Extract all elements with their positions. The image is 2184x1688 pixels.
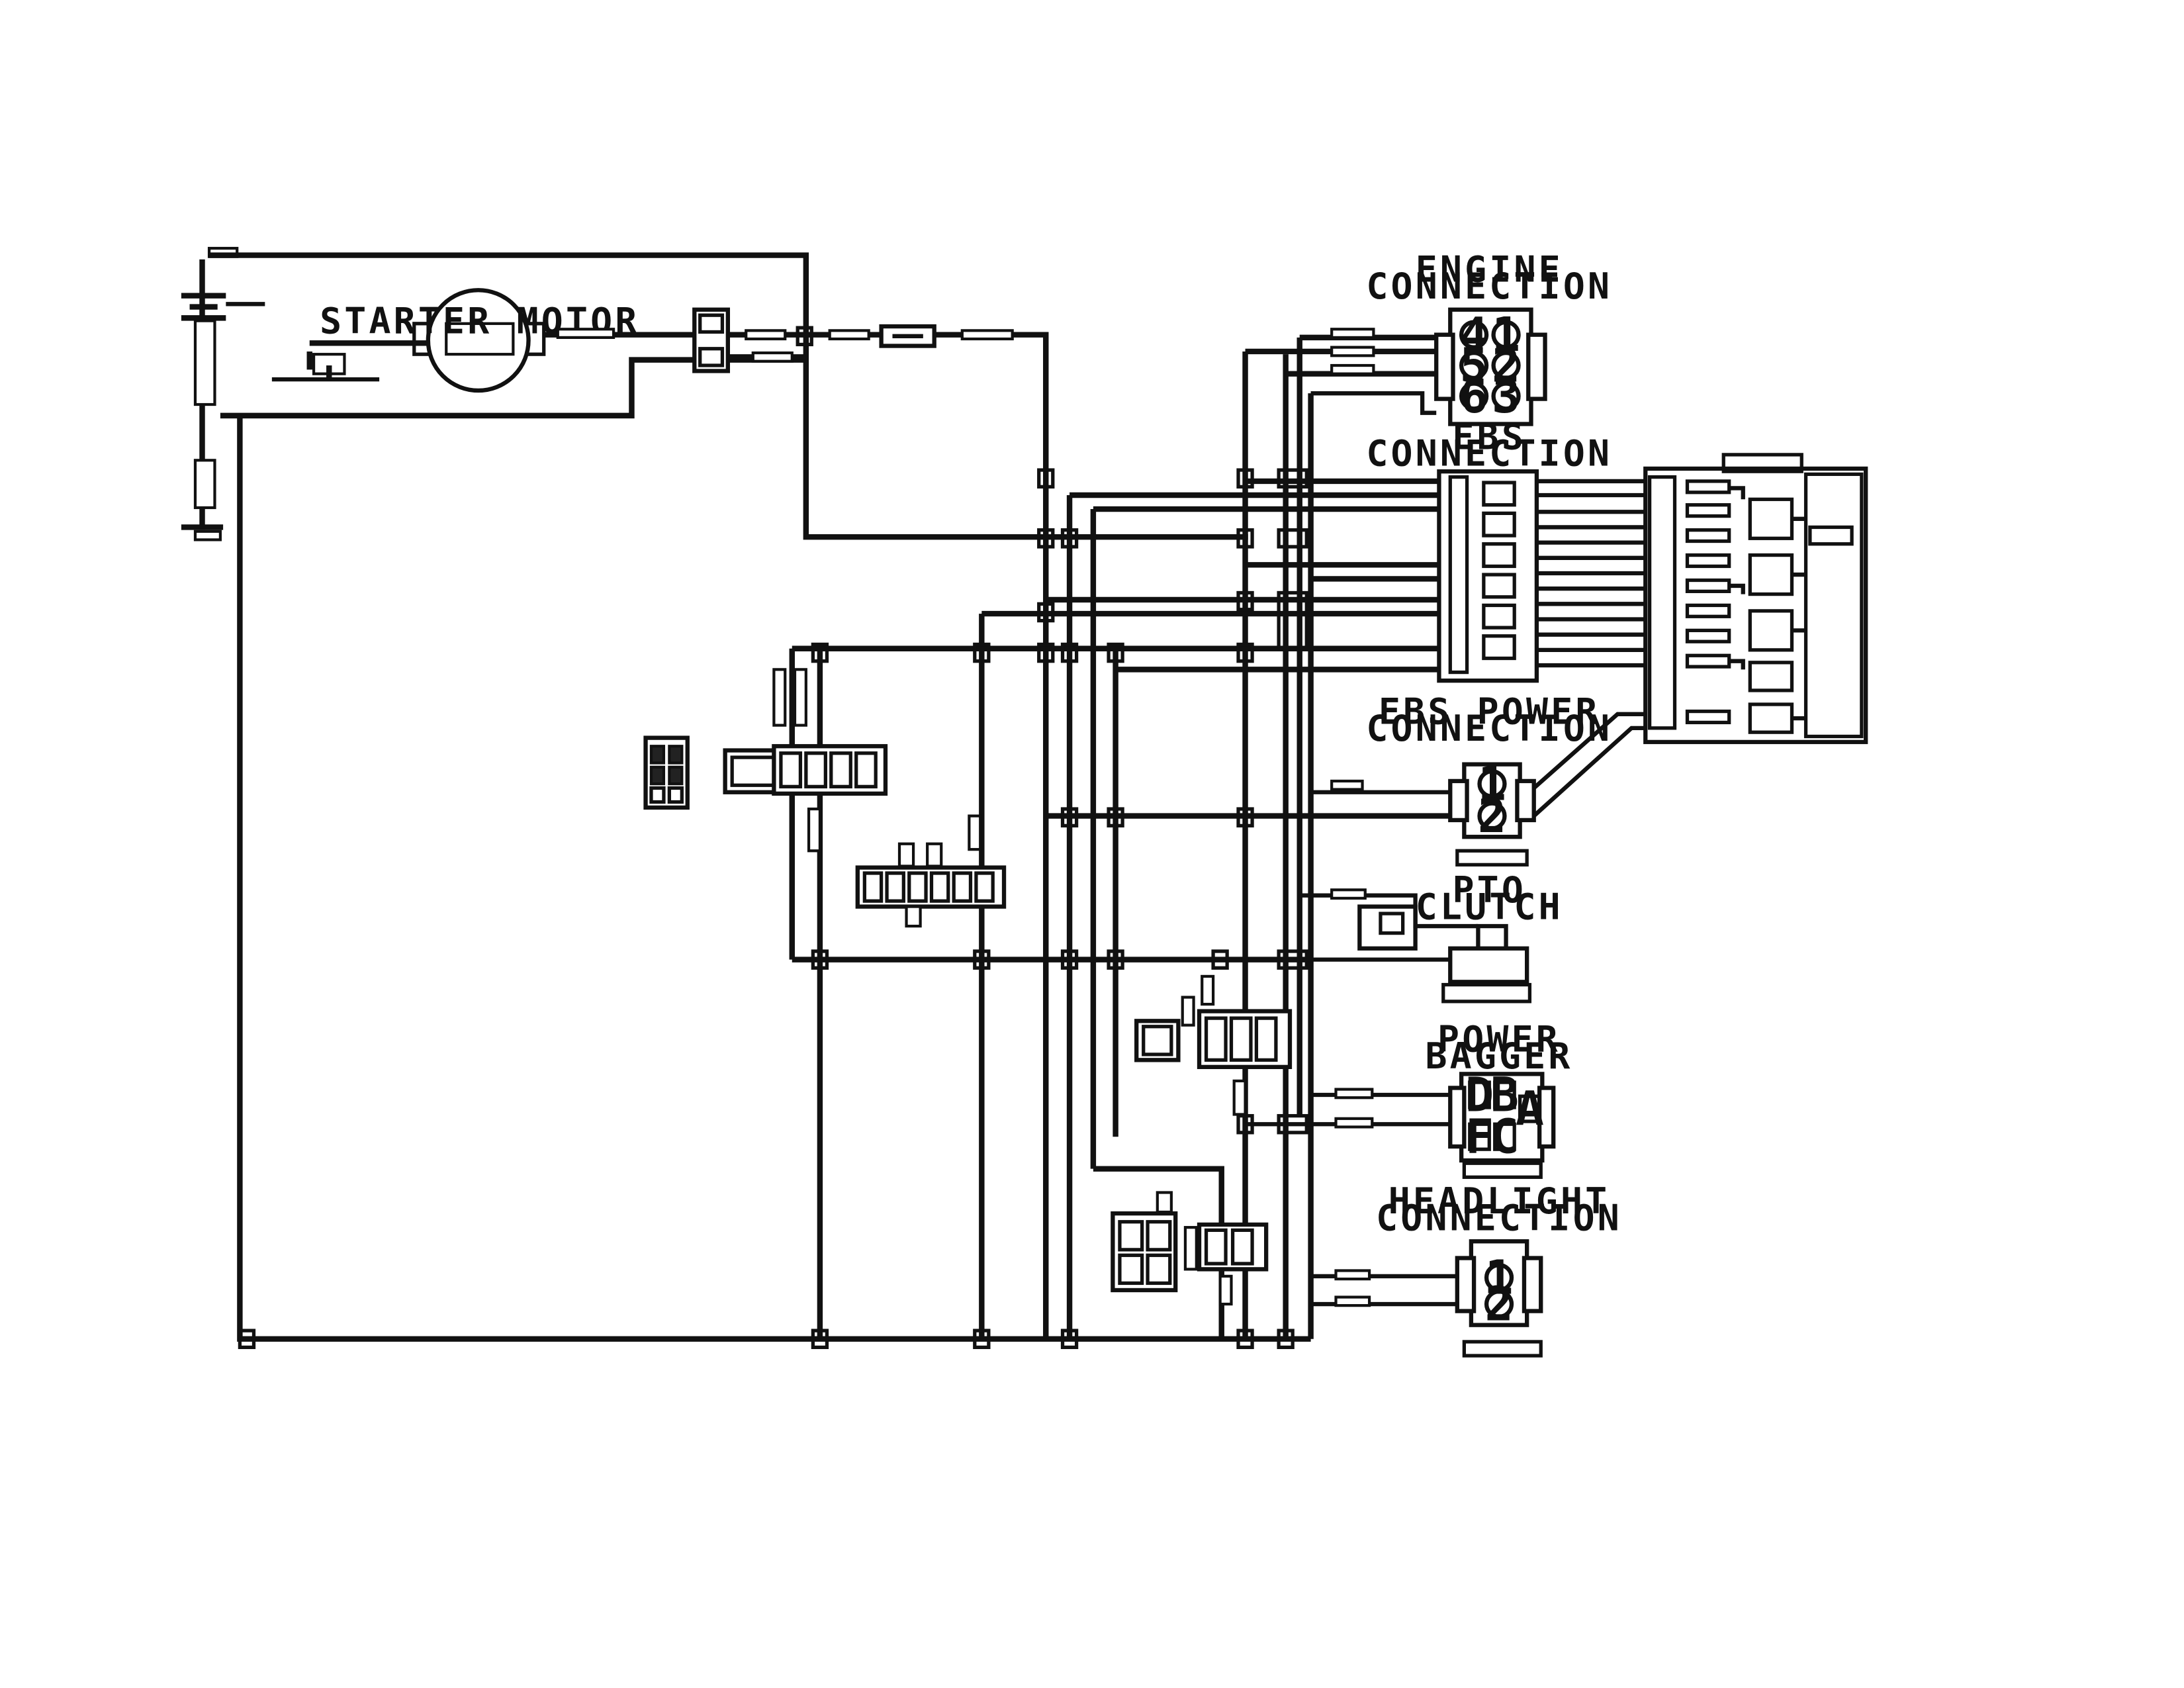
power-bagger-pin-c: C — [1490, 1109, 1519, 1164]
battery — [181, 246, 265, 541]
headlight-pin-1: 1 — [1484, 1250, 1513, 1305]
ebs-power-pin-2: 2 — [1478, 788, 1506, 843]
ebs-power-pin-1: 1 — [1478, 757, 1506, 812]
engine-connection-title-2: CONNECTION — [1366, 265, 1612, 307]
relay-module-3 — [1111, 1191, 1269, 1306]
ebs-power-connection: EBS POWER CONNECTION 1 2 — [1310, 690, 1646, 867]
key-switch — [643, 735, 690, 810]
engine-pin-5: 5 — [1460, 338, 1488, 393]
ebs-control-unit — [1643, 453, 1868, 745]
pto-clutch-title-1: PTO — [1452, 868, 1526, 911]
power-bagger-pin-d: D — [1465, 1067, 1494, 1122]
switch-assembly — [723, 668, 888, 853]
engine-pin-3: 3 — [1492, 369, 1520, 424]
engine-connection: ENGINE CONNECTION 4 1 5 2 6 3 — [1310, 248, 1612, 426]
ebs-power-title-1: EBS POWER — [1379, 690, 1600, 733]
fuse — [828, 324, 1014, 348]
pto-clutch: PTO CLUTCH — [1299, 868, 1563, 1004]
headlight-title-1: HEADLIGHT — [1388, 1180, 1610, 1222]
power-bagger-title-1: POWER — [1437, 1018, 1561, 1060]
headlight-connection: HEADLIGHT CONNECTION 1 2 — [1310, 1180, 1622, 1358]
starter-solenoid — [692, 307, 806, 373]
power-bagger-title-2: BAGGER — [1425, 1035, 1572, 1077]
ebs-connection: EBS CONNECTION — [1366, 415, 1612, 683]
engine-pin-2: 2 — [1492, 338, 1520, 393]
ebs-connection-title-2: CONNECTION — [1366, 432, 1612, 475]
ebs-harness — [1536, 479, 1646, 668]
engine-pin-6: 6 — [1460, 369, 1488, 424]
relay-module-2 — [1134, 974, 1293, 1116]
headlight-pin-2: 2 — [1484, 1277, 1513, 1332]
junction-blocks — [238, 326, 1308, 1349]
headlight-title-2: CONNECTION — [1376, 1196, 1622, 1239]
pto-clutch-title-2: CLUTCH — [1416, 886, 1563, 928]
ebs-connection-title-1: EBS — [1452, 415, 1526, 457]
engine-pin-1: 1 — [1492, 307, 1520, 362]
power-bagger: POWER BAGGER D B A F C — [1245, 1018, 1572, 1179]
power-bagger-pin-b: B — [1490, 1067, 1519, 1122]
power-bagger-pin-f: F — [1465, 1109, 1494, 1164]
engine-pin-4: 4 — [1460, 307, 1488, 362]
power-bagger-pin-a: A — [1516, 1082, 1544, 1137]
engine-connection-title-1: ENGINE — [1416, 248, 1563, 291]
relay-module-1 — [855, 814, 1007, 928]
ebs-power-title-2: CONNECTION — [1366, 707, 1612, 749]
starter-motor: STARTER MOTOR — [271, 288, 695, 393]
